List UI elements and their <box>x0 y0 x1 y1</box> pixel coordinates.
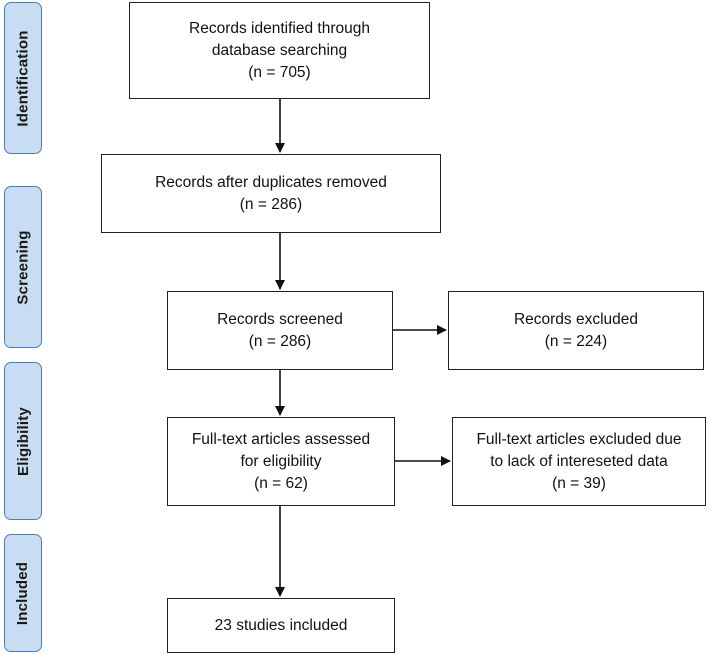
box-records-excluded-count: (n = 224) <box>544 332 608 350</box>
phase-identification: Identification <box>4 2 42 154</box>
box-full-text-assessed-count: (n = 62) <box>254 474 308 492</box>
box-records-identified-count: (n = 705) <box>248 63 311 81</box>
box-after-duplicates-count: (n = 286) <box>239 195 303 213</box>
box-after-duplicates-line-1: Records after duplicates removed <box>155 173 387 191</box>
box-records-excluded: Records excluded (n = 224) <box>448 291 704 370</box>
box-full-text-excluded-count: (n = 39) <box>552 474 606 492</box>
box-full-text-excluded-line-2: to lack of intereseted data <box>490 452 668 470</box>
box-records-screened-line-1: Records screened <box>217 310 343 328</box>
box-full-text-assessed-line-2: for eligibility <box>240 452 322 470</box>
box-full-text-excluded-line-1: Full-text articles excluded due <box>476 430 682 448</box>
box-records-screened-count: (n = 286) <box>248 332 312 350</box>
box-full-text-assessed-line-1: Full-text articles assessed <box>191 430 371 448</box>
box-full-text-excluded: Full-text articles excluded due to lack … <box>452 417 706 506</box>
box-after-duplicates: Records after duplicates removed (n = 28… <box>101 154 441 233</box>
box-studies-included: 23 studies included <box>167 598 395 653</box>
phase-included: Included <box>4 534 42 652</box>
box-records-identified-line-1: Records identified through <box>189 19 370 37</box>
box-records-identified: Records identified through database sear… <box>129 2 430 99</box>
box-records-excluded-line-1: Records excluded <box>513 310 639 328</box>
box-studies-included-line-1: 23 studies included <box>214 616 348 634</box>
box-full-text-assessed: Full-text articles assessed for eligibil… <box>167 417 395 506</box>
box-records-screened: Records screened (n = 286) <box>167 291 393 370</box>
phase-screening: Screening <box>4 186 42 348</box>
phase-eligibility: Eligibility <box>4 362 42 520</box>
box-records-identified-line-2: database searching <box>211 41 348 59</box>
